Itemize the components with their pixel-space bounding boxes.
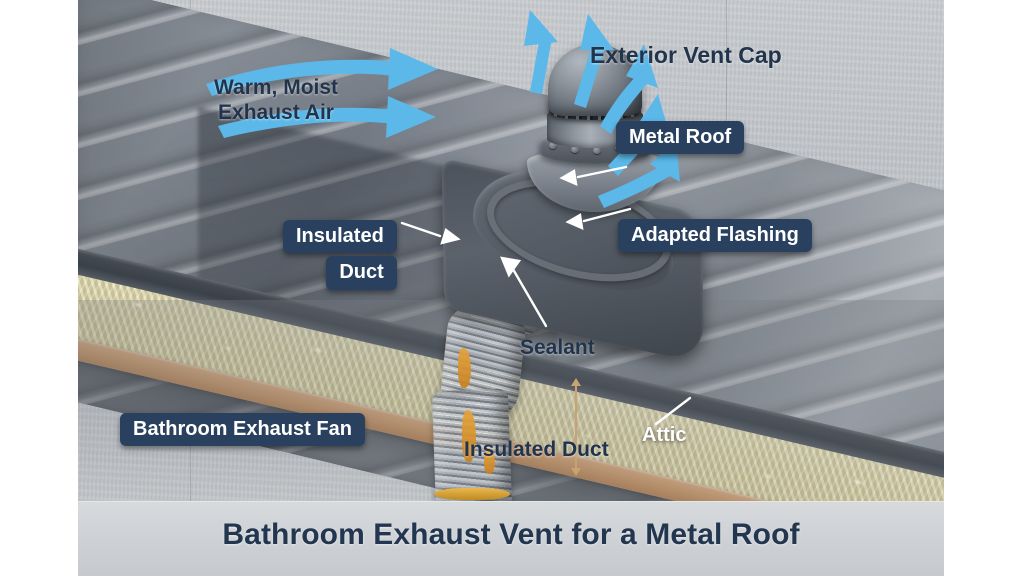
label-attic: Attic [642, 424, 687, 446]
page-title: Bathroom Exhaust Vent for a Metal Roof [222, 518, 800, 551]
label-chip: Adapted Flashing [618, 219, 812, 252]
label-bathroom-exhaust-fan: Bathroom Exhaust Fan [120, 413, 365, 446]
label-sealant: Sealant [520, 336, 595, 359]
label-chip: Bathroom Exhaust Fan [120, 413, 365, 446]
roof-vent-assembly [441, 44, 713, 365]
double-headed-measure-arrow-icon [571, 378, 581, 476]
label-insulated-duct-top: Insulated Duct [283, 220, 397, 290]
duct-bottom-collar [434, 488, 510, 500]
label-metal-roof: Metal Roof [616, 121, 745, 154]
label-exterior-vent-cap: Exterior Vent Cap [590, 42, 782, 68]
label-chip: Metal Roof [616, 121, 745, 154]
label-line-2: Exhaust Air [218, 100, 334, 124]
label-adapted-flashing: Adapted Flashing [618, 219, 812, 252]
label-chip-line-2: Duct [326, 256, 397, 290]
label-warm-moist-exhaust-air: Warm, Moist Exhaust Air [196, 76, 356, 126]
duct-insulation-tear [462, 410, 476, 462]
label-insulated-duct-bottom: Insulated Duct [464, 438, 609, 461]
duct-insulation-tear [484, 448, 495, 474]
title-band: Bathroom Exhaust Vent for a Metal Roof [78, 501, 944, 576]
label-chip-line-1: Insulated [283, 220, 397, 254]
bolt-head [593, 147, 601, 154]
duct-insulation-tear [458, 348, 471, 388]
bolt-head [549, 142, 557, 149]
label-line-1: Warm, Moist [213, 76, 339, 99]
illustration-canvas: Warm, Moist Exhaust Air Exterior Vent Ca… [78, 0, 944, 576]
bolt-head [571, 146, 579, 153]
